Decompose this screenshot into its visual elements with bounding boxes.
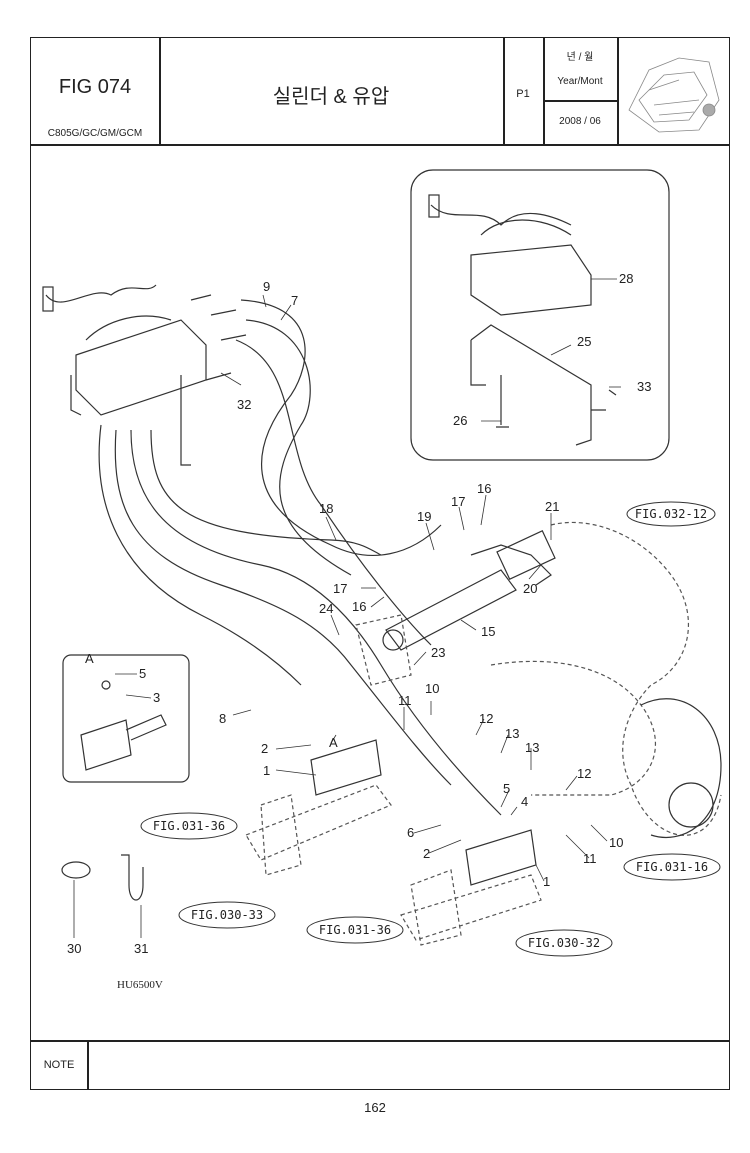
header-col-2 xyxy=(503,38,505,144)
note-label: NOTE xyxy=(43,1059,75,1071)
inset-valve-detail xyxy=(410,169,670,461)
callout-1-upper: 1 xyxy=(263,763,270,778)
page-code: P1 xyxy=(516,88,530,100)
date-label-english: Year/Mont xyxy=(557,76,603,87)
callout-2-upper: 2 xyxy=(261,741,268,756)
header-col-4 xyxy=(617,38,619,144)
callout-33: 33 xyxy=(637,379,651,394)
header-divider xyxy=(31,144,729,146)
callout-10-lower: 10 xyxy=(609,835,623,850)
model-list: C805G/GC/GM/GCM xyxy=(47,128,143,139)
callout-5-lower: 5 xyxy=(503,781,510,796)
figref-031-36-left: FIG.031-36 xyxy=(153,819,225,833)
callout-25: 25 xyxy=(577,334,591,349)
callout-7: 7 xyxy=(291,293,298,308)
callout-23: 23 xyxy=(431,645,445,660)
page-title: 실린더 & 유압 xyxy=(272,86,390,108)
date-value: 2008 / 06 xyxy=(559,116,601,127)
figref-030-33: FIG.030-33 xyxy=(191,908,263,922)
callout-12-upper: 12 xyxy=(479,711,493,726)
callout-2-lower: 2 xyxy=(423,846,430,861)
date-divider xyxy=(543,100,617,102)
callout-32: 32 xyxy=(237,397,251,412)
callout-1-lower: 1 xyxy=(543,874,550,889)
callout-19: 19 xyxy=(417,509,431,524)
page-number: 162 xyxy=(364,1100,386,1115)
callout-17-lower: 17 xyxy=(333,581,347,596)
drawing-code: HU6500V xyxy=(117,979,163,991)
callout-9: 9 xyxy=(263,279,270,294)
callout-31: 31 xyxy=(134,941,148,956)
figref-032-12: FIG.032-12 xyxy=(635,507,707,521)
figref-030-32: FIG.030-32 xyxy=(528,936,600,950)
callout-21: 21 xyxy=(545,499,559,514)
callout-8: 8 xyxy=(219,711,226,726)
callout-12-lower: 12 xyxy=(577,766,591,781)
figref-031-36-bottom: FIG.031-36 xyxy=(319,923,391,937)
callout-16-upper: 16 xyxy=(477,481,491,496)
callout-A-inset: A xyxy=(85,651,94,666)
figref-031-16: FIG.031-16 xyxy=(636,860,708,874)
fig-label: FIG 074 xyxy=(58,76,132,98)
callout-28: 28 xyxy=(619,271,633,286)
callout-15: 15 xyxy=(481,624,495,639)
callout-10-upper: 10 xyxy=(425,681,439,696)
callout-13-upper: 13 xyxy=(505,726,519,741)
page-frame: FIG 074 C805G/GC/GM/GCM 실린더 & 유압 P1 년 / … xyxy=(30,37,730,1090)
header-col-1 xyxy=(159,38,161,144)
footer-divider xyxy=(31,1040,729,1042)
note-divider xyxy=(87,1040,89,1089)
callout-A-diagram: A xyxy=(329,735,338,750)
date-label-korean: 년 / 월 xyxy=(566,52,594,63)
callout-3: 3 xyxy=(153,690,160,705)
callout-11-lower: 11 xyxy=(583,851,597,866)
machine-thumbnail xyxy=(628,57,720,133)
callout-16-lower: 16 xyxy=(352,599,366,614)
header-col-3 xyxy=(543,38,545,144)
hydraulic-diagram: 9 7 32 28 25 33 26 18 19 17 16 21 17 16 … xyxy=(42,169,722,991)
callout-30: 30 xyxy=(67,941,81,956)
callout-20: 20 xyxy=(523,581,537,596)
callout-26: 26 xyxy=(453,413,467,428)
callout-18: 18 xyxy=(319,501,333,516)
callout-4: 4 xyxy=(521,794,528,809)
callout-11-upper: 11 xyxy=(398,693,412,708)
callout-24: 24 xyxy=(319,601,333,616)
callout-17-upper: 17 xyxy=(451,494,465,509)
callout-13-lower: 13 xyxy=(525,740,539,755)
callout-6: 6 xyxy=(407,825,414,840)
callout-5-inset: 5 xyxy=(139,666,146,681)
